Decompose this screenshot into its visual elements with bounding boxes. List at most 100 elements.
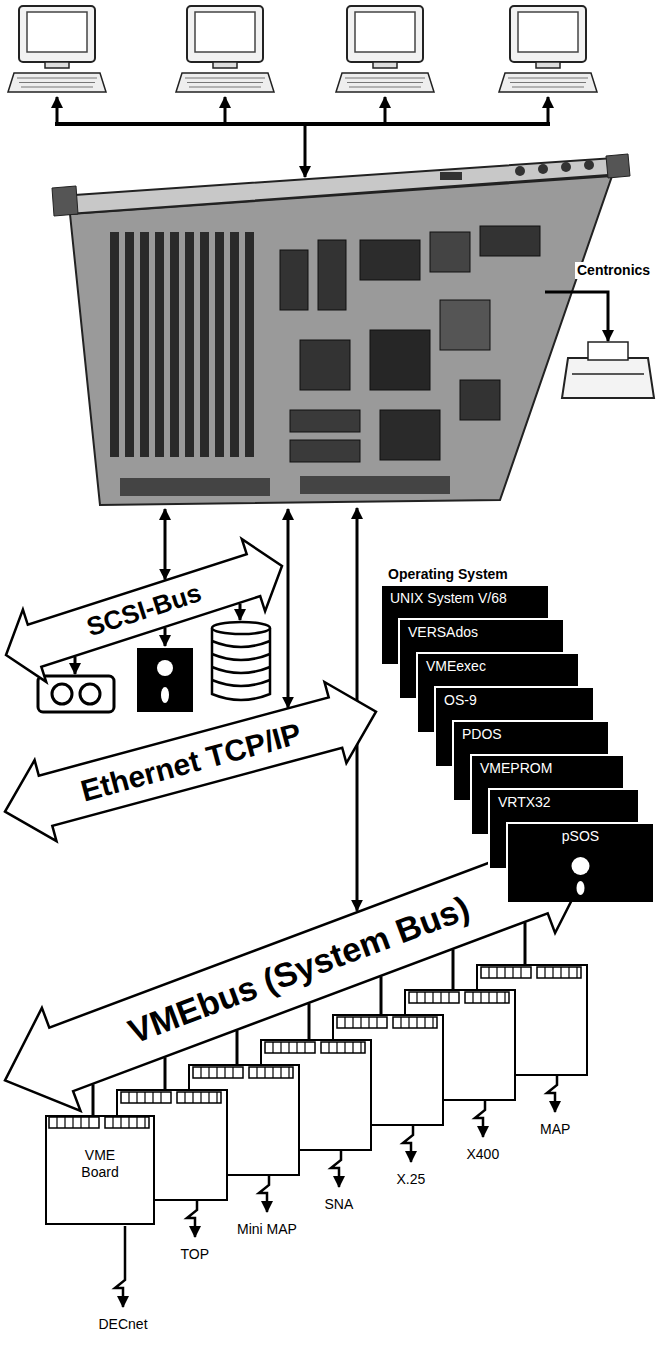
connector-pin xyxy=(552,967,553,978)
connector-pin xyxy=(296,1042,297,1053)
os-name: VMEexec xyxy=(418,654,578,675)
terminal xyxy=(176,6,274,92)
panel-connector xyxy=(561,162,571,172)
chip xyxy=(360,240,420,280)
memory-strip xyxy=(245,232,254,457)
chip xyxy=(380,410,440,460)
scsi-link xyxy=(164,509,167,580)
connector-pin xyxy=(280,1067,281,1078)
connector-pin xyxy=(368,1017,369,1028)
os-name: VMEPROM xyxy=(472,756,623,777)
connector-pin xyxy=(184,1092,185,1103)
bus-tap xyxy=(452,949,455,990)
key-row xyxy=(19,82,95,83)
panel-handle xyxy=(52,186,78,216)
disk-body xyxy=(212,628,270,700)
terminal xyxy=(336,6,434,92)
monitor xyxy=(187,6,263,62)
memory-strip xyxy=(125,232,134,457)
connector-strip xyxy=(537,967,581,978)
memory-strip xyxy=(170,232,179,457)
vme-board-photo xyxy=(52,154,630,505)
key-row xyxy=(345,78,425,79)
device-link xyxy=(164,628,167,646)
monitor-stand xyxy=(373,62,397,68)
connector-strip xyxy=(465,992,509,1003)
keyboard xyxy=(8,73,106,92)
connector-pin xyxy=(216,1092,217,1103)
connector-pin xyxy=(408,1017,409,1028)
monitor xyxy=(347,6,423,62)
connector-pin xyxy=(288,1042,289,1053)
monitor xyxy=(510,6,586,62)
disk-platter xyxy=(212,680,270,686)
connector-pin xyxy=(344,1017,345,1028)
bus-arrow: Ethernet TCP/IP xyxy=(2,679,379,844)
printer-slot xyxy=(572,373,644,375)
connector-pin xyxy=(272,1042,273,1053)
disk-window xyxy=(577,881,585,895)
connector-pin xyxy=(400,1017,401,1028)
connector-pin xyxy=(144,1092,145,1103)
network-link xyxy=(547,1076,557,1112)
connector-pin xyxy=(352,1042,353,1053)
board-label: VME Board xyxy=(68,1147,132,1181)
connector-strip xyxy=(105,1117,149,1128)
bus-tap xyxy=(524,922,527,965)
device-link xyxy=(74,657,77,674)
bus-arrow: SCSI-Bus xyxy=(3,536,285,685)
monitor-stand xyxy=(213,62,237,68)
memory-strip xyxy=(215,232,224,457)
protocol-label: X400 xyxy=(467,1146,500,1163)
connector-pin xyxy=(280,1042,281,1053)
network-link xyxy=(187,1201,197,1237)
panel-connector xyxy=(584,160,594,170)
connector-pin xyxy=(288,1067,289,1078)
double-arrow-outline xyxy=(5,830,592,1111)
connector-pin xyxy=(416,1017,417,1028)
chip xyxy=(460,380,500,420)
screen xyxy=(355,12,415,52)
connector-pin xyxy=(232,1067,233,1078)
terminal-link xyxy=(56,97,59,124)
connector-pin xyxy=(304,1042,305,1053)
memory-strip xyxy=(110,232,119,457)
key-row xyxy=(187,82,263,83)
connector-pin xyxy=(272,1067,273,1078)
connector-pin xyxy=(472,992,473,1003)
protocol-label: X.25 xyxy=(397,1171,426,1188)
connector-pin xyxy=(144,1117,145,1128)
chip xyxy=(300,340,350,390)
protocol-label: SNA xyxy=(325,1196,354,1213)
tape-reel xyxy=(52,684,72,704)
connector-strip xyxy=(481,967,531,978)
connector-strip xyxy=(337,1017,387,1028)
connector-strip xyxy=(321,1042,365,1053)
connector-pin xyxy=(216,1067,217,1078)
connector-pin xyxy=(576,967,577,978)
bus-tap xyxy=(380,976,383,1015)
connector-pin xyxy=(424,1017,425,1028)
chip xyxy=(370,330,430,390)
printer-body xyxy=(562,358,654,398)
double-arrow-outline xyxy=(6,539,282,682)
connector-pin xyxy=(128,1117,129,1128)
connector-pin xyxy=(136,1117,137,1128)
connector-pin xyxy=(56,1117,57,1128)
memory-strip xyxy=(155,232,164,457)
network-link xyxy=(259,1176,269,1212)
connector-pin xyxy=(416,992,417,1003)
screen xyxy=(27,12,87,52)
os-name: VRTX32 xyxy=(490,790,638,811)
os-disk-box: pSOS xyxy=(506,822,653,902)
protocol-label: Mini MAP xyxy=(237,1221,297,1238)
tape-drive-icon xyxy=(38,676,114,712)
protocol-label: MAP xyxy=(540,1121,570,1138)
connector-pin xyxy=(496,992,497,1003)
disk-platter xyxy=(212,654,270,660)
connector-pin xyxy=(376,1017,377,1028)
terminal-link xyxy=(547,97,550,124)
key-row xyxy=(17,78,97,79)
panel-connector xyxy=(515,166,525,176)
bus-tap xyxy=(308,1003,311,1040)
